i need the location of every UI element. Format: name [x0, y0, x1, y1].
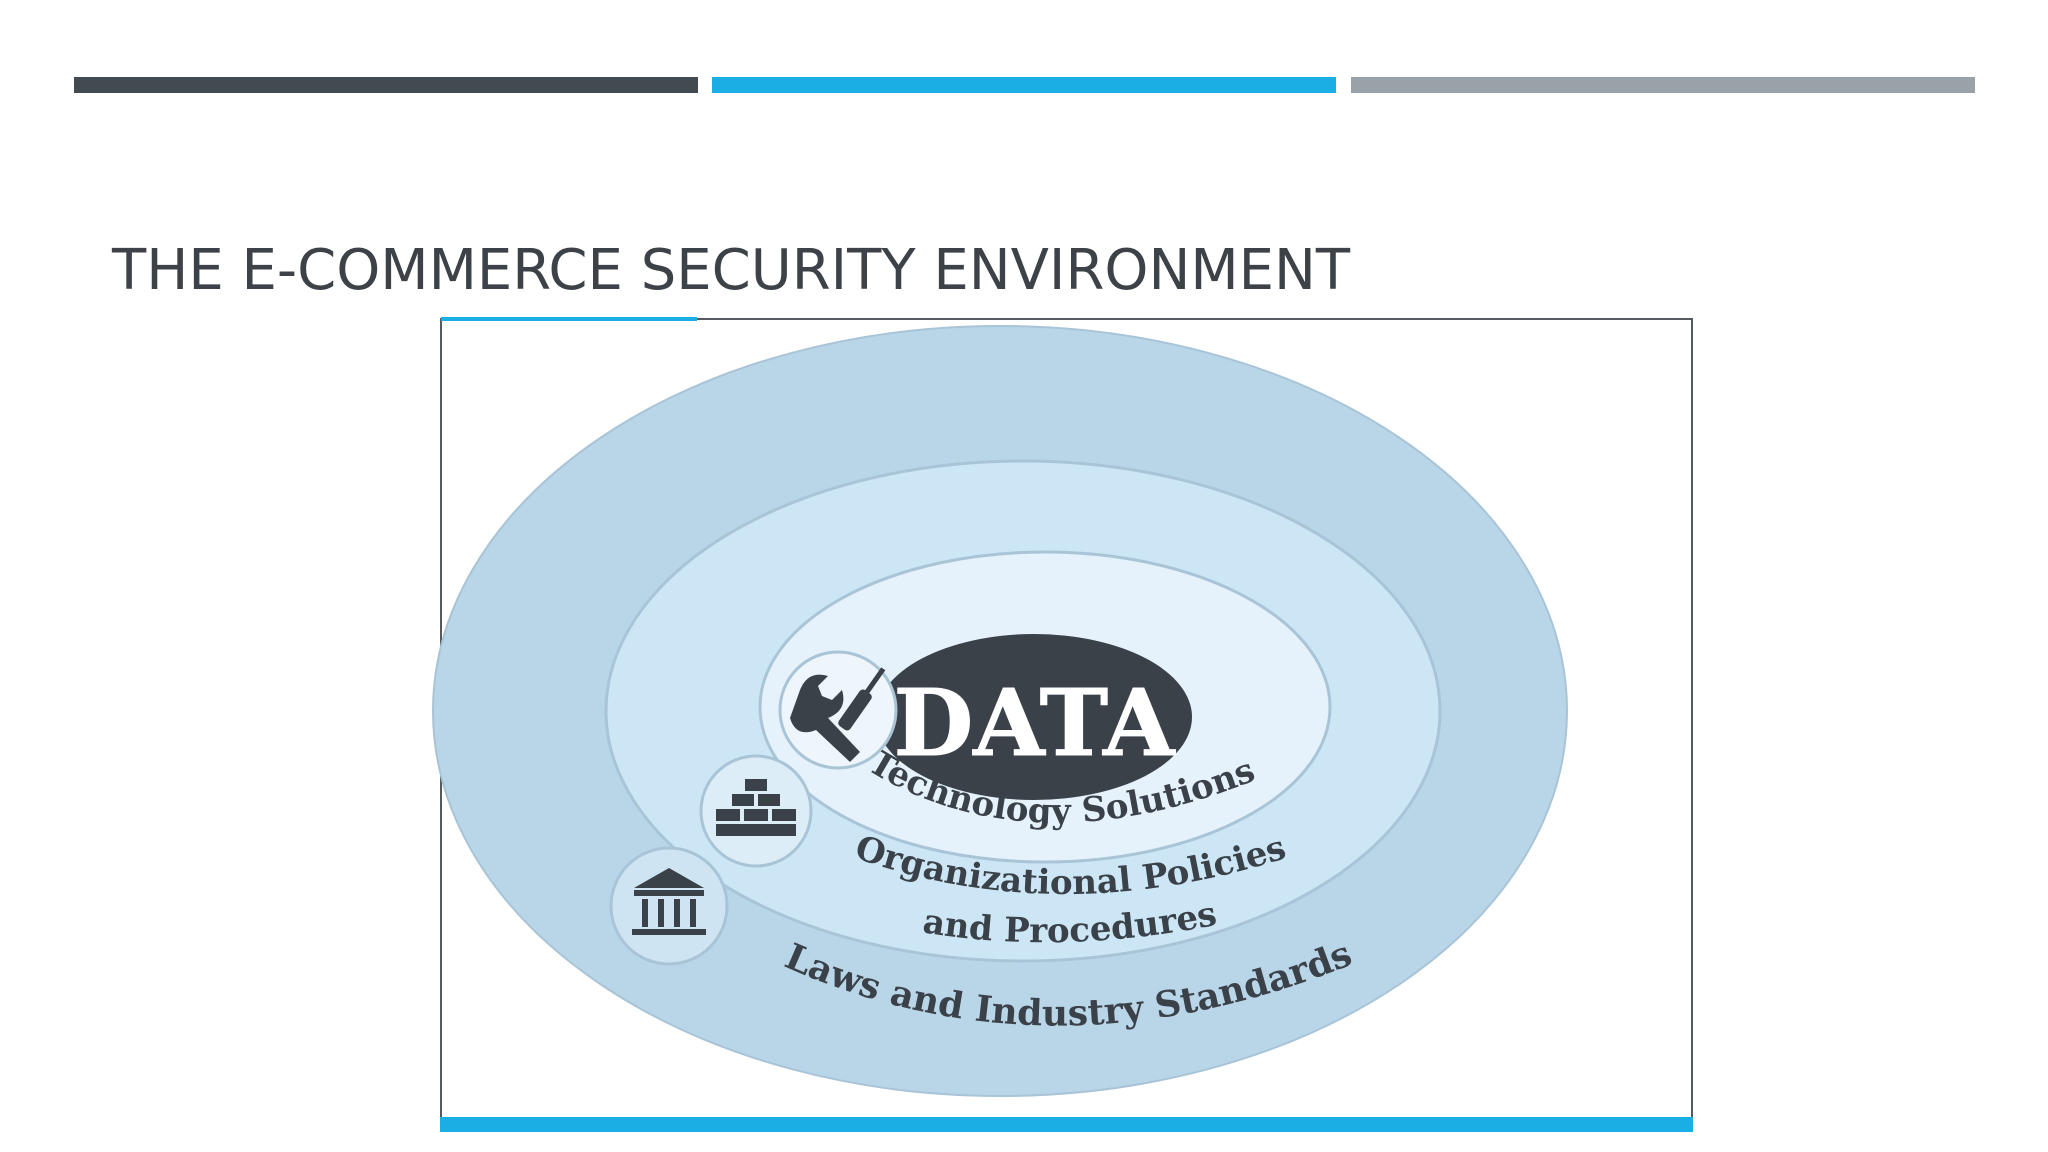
data-core-oval	[876, 634, 1192, 800]
header-bar-gray	[1351, 77, 1975, 93]
data-core-label: DATA	[894, 669, 1177, 777]
bricks-icon	[699, 754, 813, 868]
title-underline	[441, 317, 697, 321]
wrench-screwdriver-icon	[778, 650, 898, 770]
header-bar-blue	[712, 77, 1336, 93]
slide-title: THE E-COMMERCE SECURITY ENVIRONMENT	[112, 238, 1351, 303]
header-bar-dark	[74, 77, 698, 93]
diagram-frame-bottom-bar	[440, 1117, 1693, 1132]
courthouse-icon	[609, 846, 729, 966]
